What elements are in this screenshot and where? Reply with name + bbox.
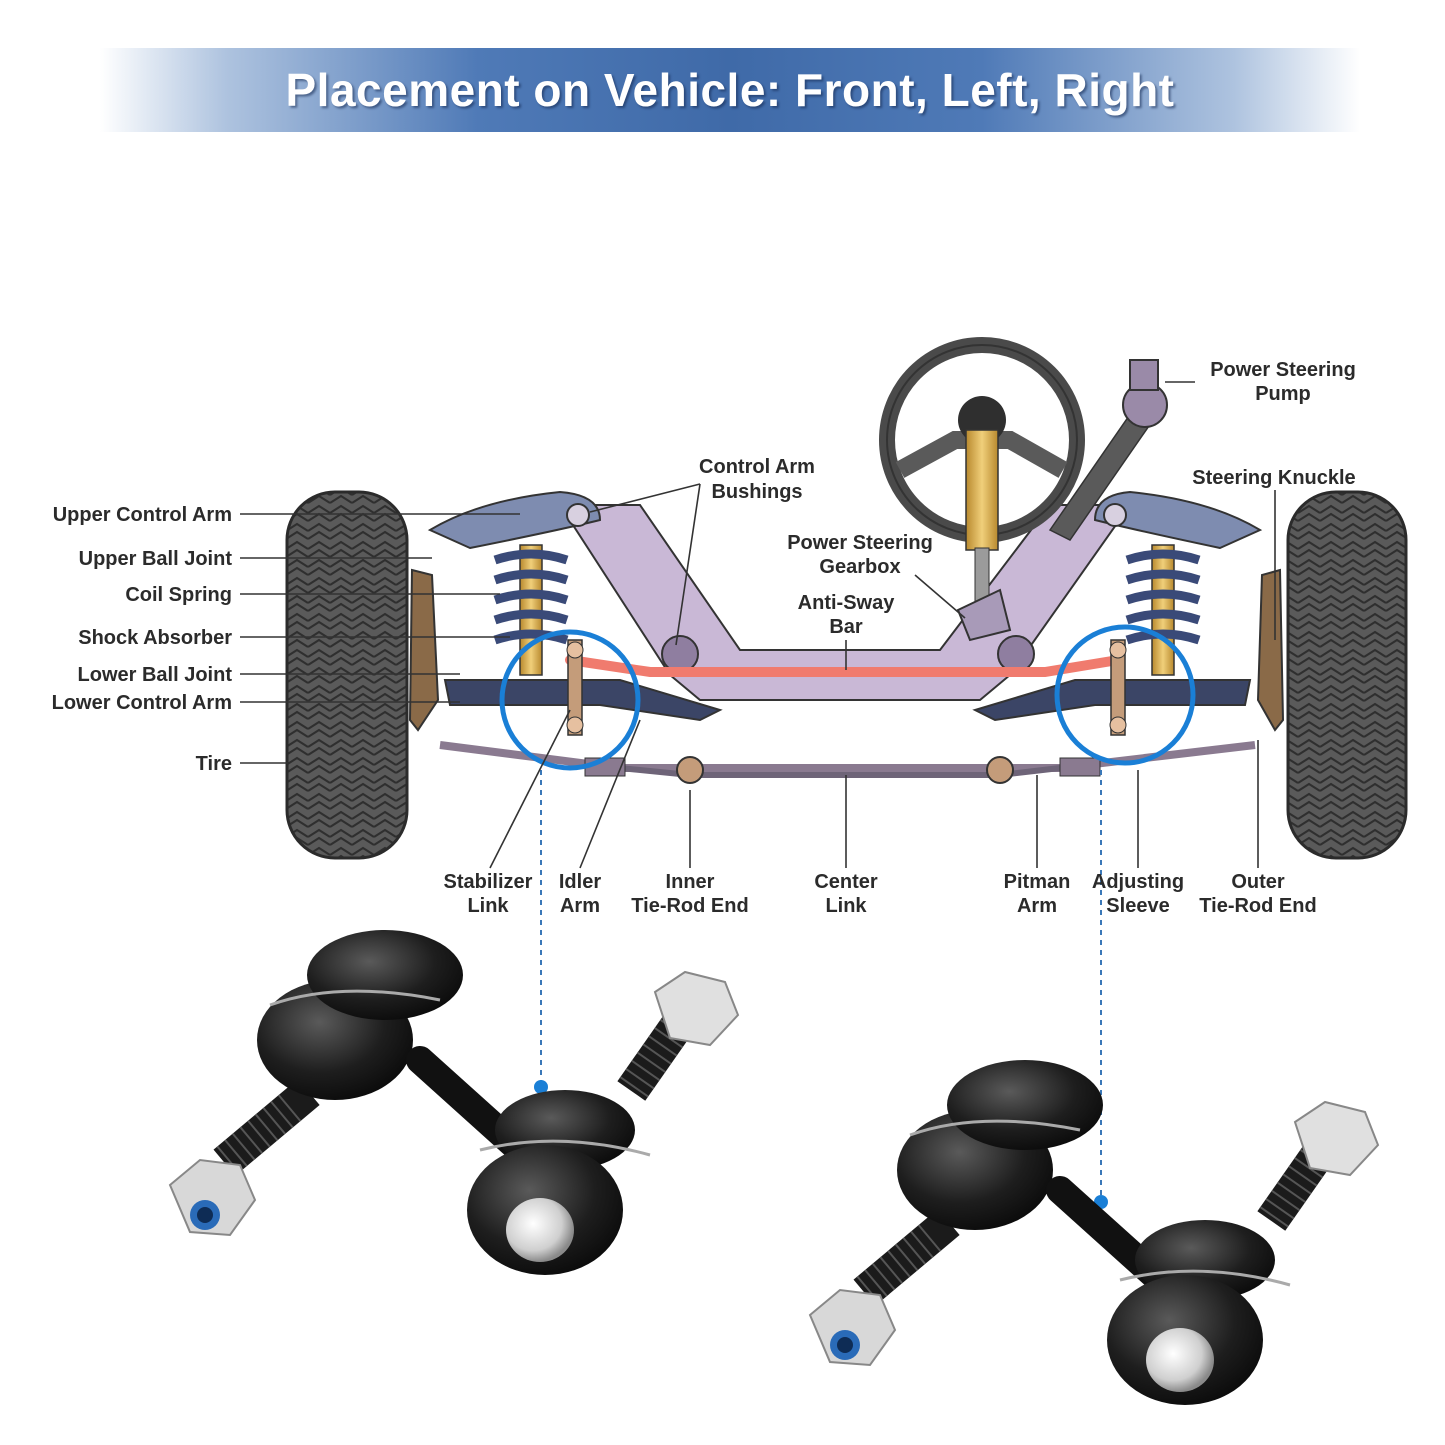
label-control-arm-bushings-1: Control Arm xyxy=(699,456,815,478)
diagram-right-stabilizer-link xyxy=(1109,639,1127,736)
power-steering-gearbox-shape xyxy=(956,588,1012,642)
left-tire xyxy=(285,490,409,860)
label-idler-arm-1: Idler xyxy=(559,871,601,893)
right-steering-knuckle xyxy=(1256,568,1285,732)
label-pitman-arm-1: Pitman xyxy=(1004,871,1071,893)
label-center-link-2: Link xyxy=(825,895,867,917)
right-tire xyxy=(1286,490,1408,860)
label-center-link-1: Center xyxy=(814,871,878,893)
left-upper-control-arm xyxy=(427,490,602,550)
product-stabilizer-link-left xyxy=(168,930,740,1275)
left-steering-knuckle xyxy=(408,568,440,732)
title-banner: Placement on Vehicle: Front, Left, Right xyxy=(100,48,1360,132)
label-inner-tie-rod-end-2: Tie-Rod End xyxy=(631,895,748,917)
product-stabilizer-link-right xyxy=(808,1060,1380,1405)
anti-sway-bar xyxy=(565,655,1123,677)
left-highlight-circle xyxy=(499,629,641,771)
label-upper-control-arm: Upper Control Arm xyxy=(53,504,232,526)
left-coil-spring xyxy=(493,544,569,676)
label-tire: Tire xyxy=(196,753,232,775)
label-power-steering-gearbox-1: Power Steering xyxy=(787,532,933,554)
label-power-steering-pump-1: Power Steering xyxy=(1210,359,1356,381)
label-anti-sway-bar-1: Anti-Sway xyxy=(798,592,896,614)
diagram-left-stabilizer-link xyxy=(566,639,584,736)
label-lower-control-arm: Lower Control Arm xyxy=(52,692,232,714)
label-coil-spring: Coil Spring xyxy=(125,584,232,606)
banner-title: Placement on Vehicle: Front, Left, Right xyxy=(285,64,1175,116)
right-highlight-circle xyxy=(1054,624,1196,766)
label-inner-tie-rod-end-1: Inner xyxy=(666,871,715,893)
label-stabilizer-link-1: Stabilizer xyxy=(444,871,533,893)
label-power-steering-gearbox-2: Gearbox xyxy=(819,556,900,578)
label-power-steering-pump-2: Pump xyxy=(1255,383,1311,405)
label-control-arm-bushings-2: Bushings xyxy=(711,481,802,503)
label-adjusting-sleeve-2: Sleeve xyxy=(1106,895,1169,917)
right-upper-control-arm xyxy=(1093,490,1263,550)
label-shock-absorber: Shock Absorber xyxy=(78,627,232,649)
label-stabilizer-link-2: Link xyxy=(467,895,509,917)
leader-lines xyxy=(240,381,1276,869)
label-lower-ball-joint: Lower Ball Joint xyxy=(78,664,233,686)
label-pitman-arm-2: Arm xyxy=(1017,895,1057,917)
right-coil-spring xyxy=(1125,544,1201,676)
label-anti-sway-bar-2: Bar xyxy=(829,616,863,638)
steering-column xyxy=(965,429,999,551)
label-steering-knuckle: Steering Knuckle xyxy=(1192,467,1355,489)
label-upper-ball-joint: Upper Ball Joint xyxy=(79,548,233,570)
power-steering-pump xyxy=(1048,359,1168,541)
label-outer-tie-rod-end-2: Tie-Rod End xyxy=(1199,895,1316,917)
label-adjusting-sleeve-1: Adjusting xyxy=(1092,871,1184,893)
label-outer-tie-rod-end-1: Outer xyxy=(1231,871,1285,893)
label-idler-arm-2: Arm xyxy=(560,895,600,917)
